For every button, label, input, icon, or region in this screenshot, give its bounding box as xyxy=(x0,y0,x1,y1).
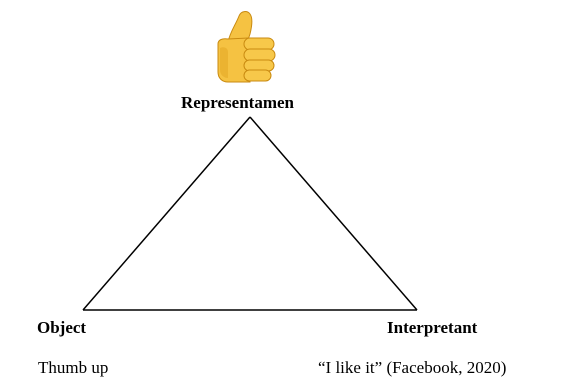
object-caption: Thumb up xyxy=(38,358,109,377)
object-label: Object xyxy=(37,318,87,337)
triangle-edge-left xyxy=(82,116,251,311)
interpretant-label: Interpretant xyxy=(387,318,478,337)
interpretant-caption: “I like it” (Facebook, 2020) xyxy=(318,358,507,377)
representamen-label: Representamen xyxy=(181,93,294,112)
thumbs-up-icon xyxy=(217,11,276,83)
triangle-edge-right xyxy=(249,116,418,311)
